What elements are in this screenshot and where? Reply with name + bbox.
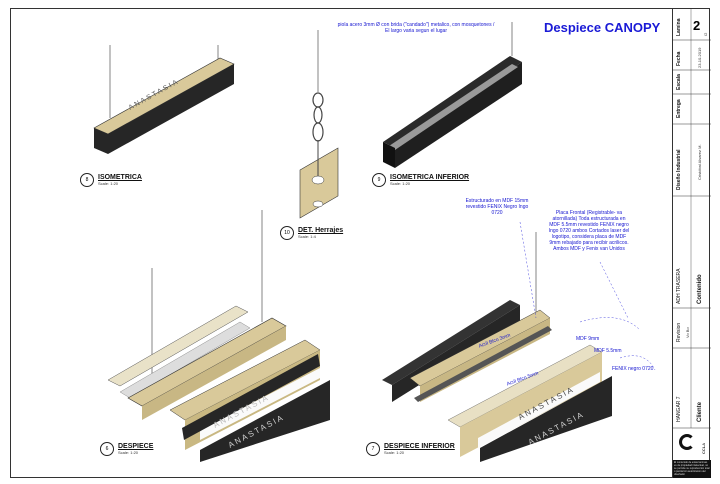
view-number: 8 xyxy=(80,173,94,187)
view-scale: Scale: 1:20 xyxy=(390,181,411,186)
lamina-number: 2 xyxy=(693,18,701,33)
fecha-label: Fecha xyxy=(676,51,682,66)
mdf15-note: Estructurado en MDF 15mm revestido FENIX… xyxy=(465,198,529,216)
view-number: 7 xyxy=(366,442,380,456)
hardware-detail-view xyxy=(299,30,339,219)
designer-name: Cristóbal Alvarez M. xyxy=(697,144,702,180)
view-title: ISOMETRICA INFERIOR xyxy=(390,174,470,181)
disclaimer-text: El contenido de estas laminas es de prop… xyxy=(674,461,710,476)
trasera-label: ADH TRASERA xyxy=(676,268,682,304)
cliente-label: Cliente xyxy=(697,401,703,422)
firm-logo-icon xyxy=(679,434,695,450)
view-number: 9 xyxy=(372,173,386,187)
isometric-bottom-view xyxy=(383,22,522,168)
mdf55-label: MDF 5.5mm xyxy=(594,348,622,354)
view-title: ISOMETRICA xyxy=(98,174,142,181)
view-scale: Scale: 1:20 xyxy=(98,181,119,186)
view-scale: Scale: 1:4 xyxy=(298,234,316,239)
lamina-label: Lamina xyxy=(676,18,682,36)
diseno-label: Diseño Industrial xyxy=(676,149,682,190)
view-number: 10 xyxy=(280,226,294,240)
exploded-bottom-view: ANASTASIA ANASTASIA xyxy=(382,221,656,462)
hangar-value: HANGAR 7 xyxy=(676,396,682,422)
title-block: Lamina 2 /2 Fecha 23-10-2019 Escala Entr… xyxy=(672,8,711,478)
front-plate-note: Placa Frontal (Registrable- va atornilla… xyxy=(548,210,630,252)
fenix-label: FENIX negro 0720 xyxy=(612,366,654,372)
fecha-value: 23-10-2019 xyxy=(697,47,702,68)
revision-value: Vo Bo xyxy=(685,327,690,338)
cable-note: piola acero 3mm Ø con brida ("candado") … xyxy=(337,22,495,34)
isometric-view: ANASTASIA xyxy=(93,45,235,154)
mdf9-label: MDF 9mm xyxy=(576,336,600,342)
contenido-label: Contenido xyxy=(697,274,703,304)
sheet-frame xyxy=(10,8,710,478)
view-title: DET. Herrajes xyxy=(298,227,344,234)
view-title: DESPIECE INFERIOR xyxy=(384,443,455,450)
view-scale: Scale: 1:20 xyxy=(384,450,405,455)
exploded-view: ANASTASIA ANASTASIA xyxy=(107,210,330,462)
revision-label: Revision xyxy=(676,322,682,342)
title-block-grid xyxy=(673,8,711,478)
sheet-title: Despiece CANOPY xyxy=(544,20,661,35)
escala-label: Escala xyxy=(676,74,682,90)
entrega-label: Entrega xyxy=(676,99,682,118)
lamina-total: /2 xyxy=(703,32,708,36)
view-number: 6 xyxy=(100,442,114,456)
firm-name: CCLA xyxy=(701,442,706,454)
view-scale: Scale: 1:20 xyxy=(118,450,139,455)
view-title: DESPIECE xyxy=(118,443,154,450)
